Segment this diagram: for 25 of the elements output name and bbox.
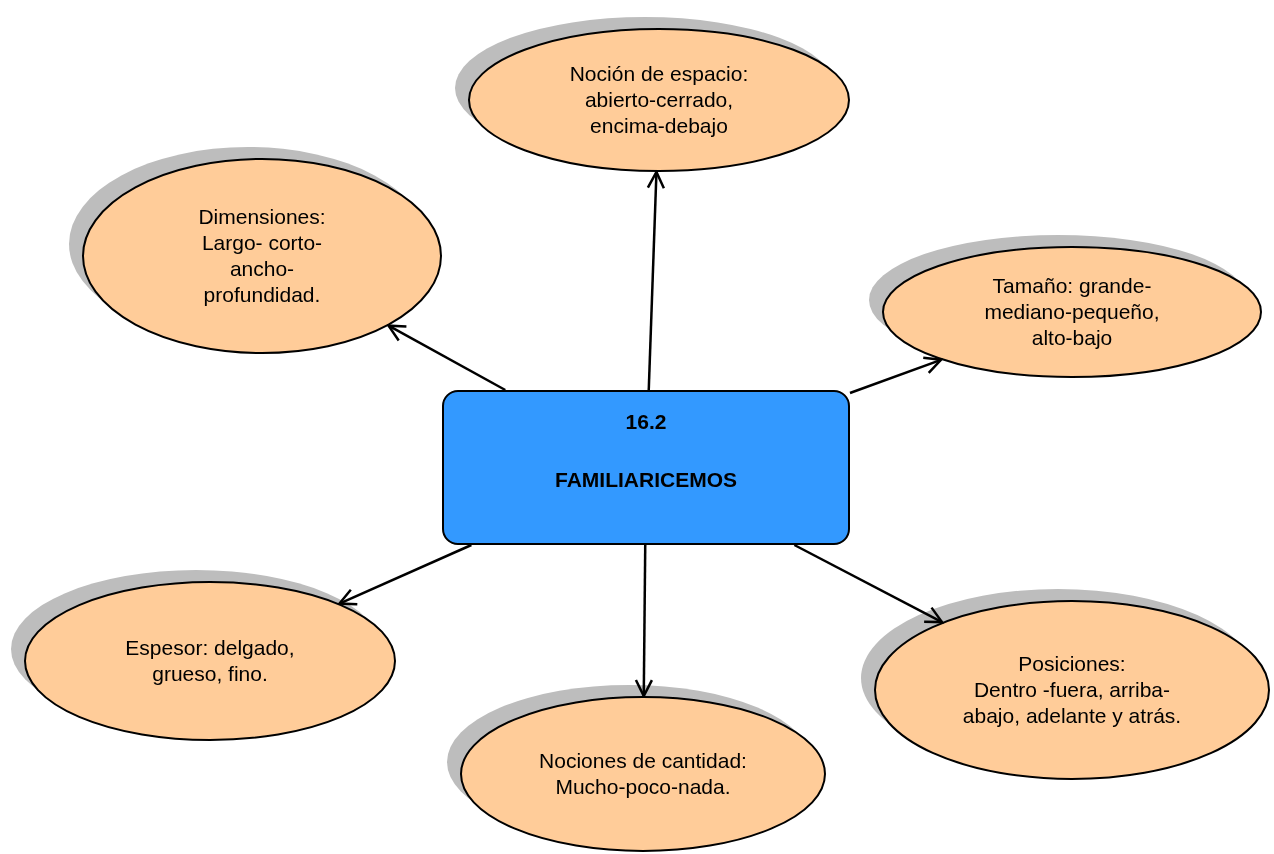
arrow bbox=[793, 543, 944, 624]
concept-ellipse bbox=[860, 588, 1272, 782]
arrow bbox=[338, 543, 472, 606]
concept-text: Largo- corto- ancho- profundidad. bbox=[200, 229, 324, 309]
concept-text: Tamaño: grande- mediano-pequeño, alto-bajo bbox=[983, 272, 1161, 352]
arrow bbox=[387, 324, 506, 392]
concept-text: Posiciones: bbox=[1018, 650, 1126, 677]
topic-box bbox=[442, 390, 850, 545]
section-number: 16.2 bbox=[625, 410, 667, 434]
concept-ellipse bbox=[446, 684, 828, 854]
arrow bbox=[646, 170, 666, 391]
topic-title: FAMILIARICEMOS bbox=[555, 468, 737, 492]
concept-ellipse bbox=[68, 146, 444, 356]
concept-text: Nociones de cantidad: bbox=[539, 747, 747, 774]
concept-text: Dentro -fuera, arriba- abajo, adelante y atrás. bbox=[961, 676, 1183, 730]
arrow bbox=[634, 545, 654, 698]
concept-text: Mucho-poco-nada. bbox=[555, 774, 731, 800]
concept-text: Noción de espacio: bbox=[569, 60, 749, 87]
concept-text: abierto-cerrado, encima-debajo bbox=[583, 86, 735, 140]
concept-ellipse bbox=[868, 234, 1264, 380]
concept-ellipse bbox=[454, 16, 852, 174]
arrow bbox=[849, 356, 943, 395]
concept-text: Dimensiones: bbox=[198, 203, 326, 230]
concept-text: Espesor: delgado, grueso, fino. bbox=[124, 634, 296, 687]
concept-ellipse bbox=[10, 569, 398, 743]
